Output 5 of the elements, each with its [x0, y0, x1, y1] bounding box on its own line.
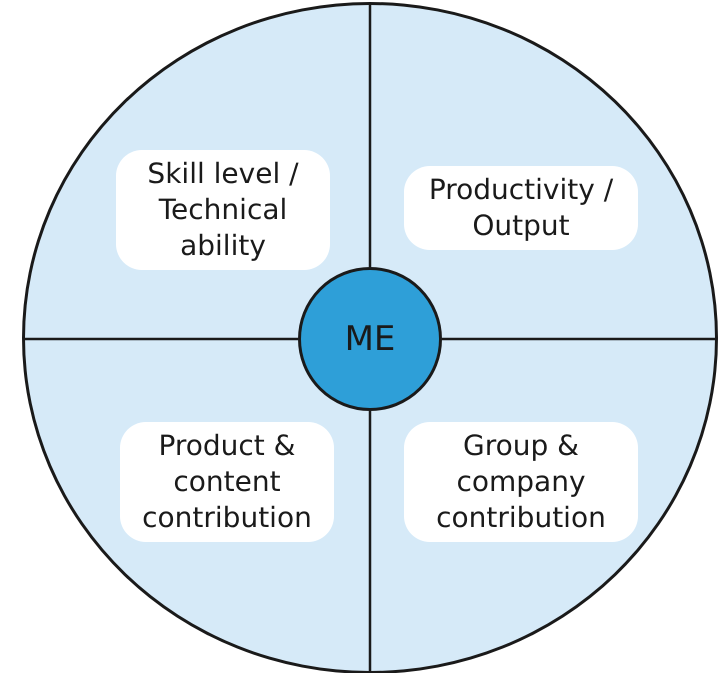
quadrant-label: Product & content contribution [120, 422, 334, 542]
quadrant-label: Skill level / Technical ability [116, 150, 330, 270]
center-circle: ME [298, 267, 442, 411]
quadrant-label: Productivity / Output [404, 166, 638, 250]
quadrant-label: Group & company contribution [404, 422, 638, 542]
